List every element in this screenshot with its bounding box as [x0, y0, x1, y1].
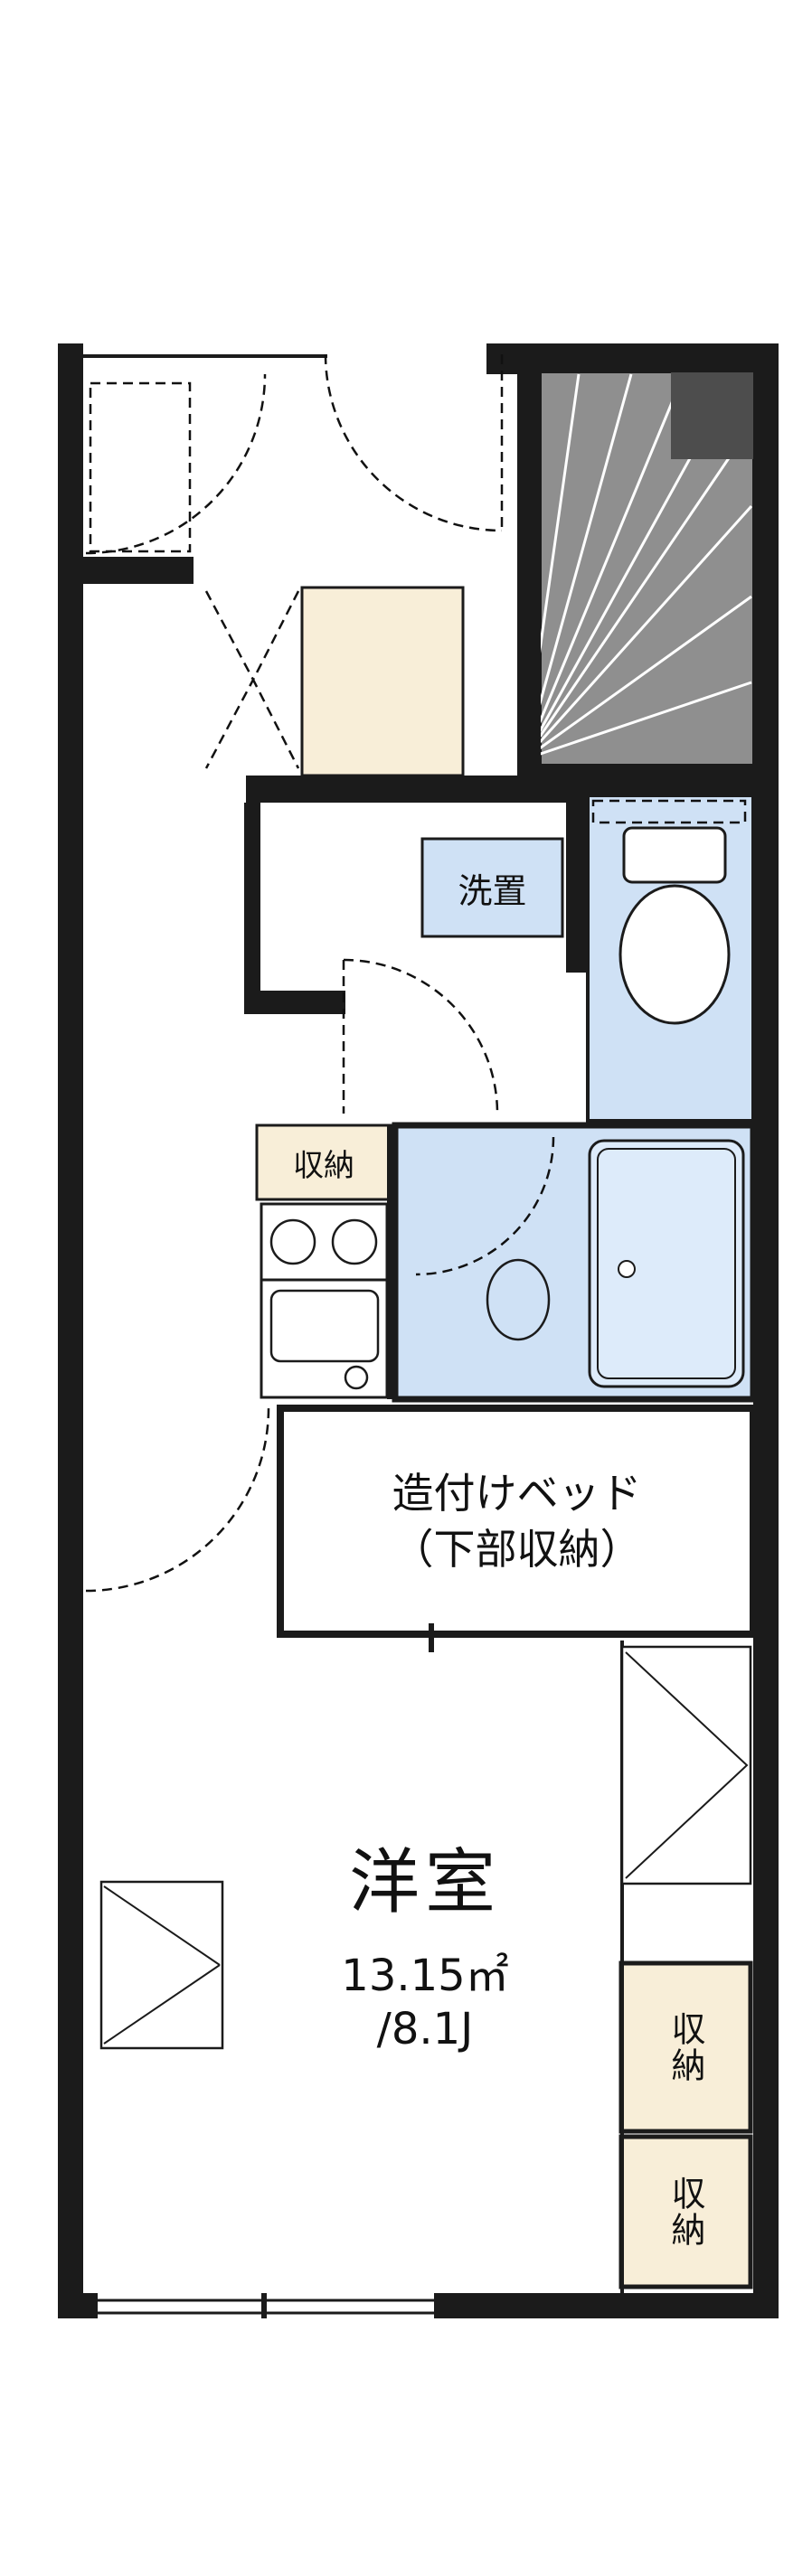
wall-right [753, 343, 779, 2318]
stair-step-line [524, 681, 752, 761]
hall-storage-label: 収納 [293, 1147, 354, 1184]
room-fills [255, 371, 757, 2289]
wall-bed-tick [429, 1623, 434, 1652]
stair-step-line [523, 373, 633, 760]
wall-kitchen-bath-divider [387, 1125, 398, 1399]
wall-toilet-left [566, 795, 588, 973]
main-room-area-tatami: /8.1J [376, 2004, 474, 2054]
bed-label-line2: （下部収納） [392, 1525, 642, 1574]
stove-burner-icon [269, 1218, 316, 1265]
washroom-door-arc [343, 958, 499, 1114]
stair-step-line [523, 424, 753, 760]
washer-box [420, 837, 564, 938]
genkan-step [300, 586, 465, 777]
wall-stair-top [517, 343, 779, 372]
bathtub-drain-icon [618, 1260, 636, 1278]
built-in-bed-label: 造付けベッド （下部収納） [280, 1408, 753, 1634]
toilet-fixture [618, 826, 731, 1025]
closet-bottom-label: 収納 [666, 2176, 705, 2248]
room-door-arc [85, 1407, 270, 1593]
stair-step-line [524, 595, 752, 761]
shoe-cabinet-dashed [89, 381, 192, 553]
bathroom-fixtures [486, 1139, 745, 1388]
stair-step-line [523, 504, 753, 761]
walls [58, 343, 779, 2318]
wall-bottom-right [434, 2293, 779, 2318]
wall-hall-vertical [244, 803, 260, 1001]
window-center-tick [261, 2293, 267, 2318]
wall-left [58, 343, 83, 2318]
sink-basin-icon [269, 1289, 380, 1363]
wall-bottom-left-stub [58, 2293, 98, 2318]
washer-label: 洗置 [458, 870, 527, 911]
hall-storage-box [255, 1123, 392, 1201]
front-door-arc [324, 353, 503, 532]
bathtub-inner-edge [597, 1148, 736, 1379]
toilet-bowl-icon [618, 884, 731, 1025]
bottom-window [94, 2293, 438, 2318]
built-in-bed-box [277, 1405, 757, 1638]
wall-shoe-stub [83, 557, 194, 584]
open-closet-lines [625, 1651, 749, 1879]
wall-stair-left [517, 343, 541, 765]
entry-closet-door-arc [85, 373, 267, 555]
wash-area-drain-icon [486, 1258, 551, 1341]
stair-landing-dark [671, 372, 753, 459]
kitchen [260, 1202, 389, 1399]
main-room-name: 洋室 [348, 1842, 501, 1923]
bathroom-door-arc [415, 1136, 555, 1276]
wall-entry-bottom [246, 776, 584, 803]
open-closet [620, 1645, 752, 1885]
bed-label-line1: 造付けベッド [392, 1468, 642, 1518]
toilet-shelf-dashed [591, 799, 747, 824]
folding-door-right [251, 590, 300, 769]
main-room-area-sqm: 13.15㎡ [341, 1951, 509, 2001]
fold-square-lines [103, 1885, 221, 2045]
stair-step-line [523, 373, 685, 760]
stove-burner-icon [331, 1218, 378, 1265]
bathtub-icon [588, 1139, 745, 1388]
toilet-tank-icon [622, 826, 727, 884]
main-room-markings [99, 1645, 752, 2050]
closet-top-label: 収納 [666, 2011, 705, 2083]
folding-door-left [204, 590, 255, 769]
fold-square [99, 1880, 224, 2050]
faucet-icon [344, 1365, 369, 1390]
wall-washroom-stub [244, 991, 345, 1014]
door-swings [85, 353, 747, 1593]
